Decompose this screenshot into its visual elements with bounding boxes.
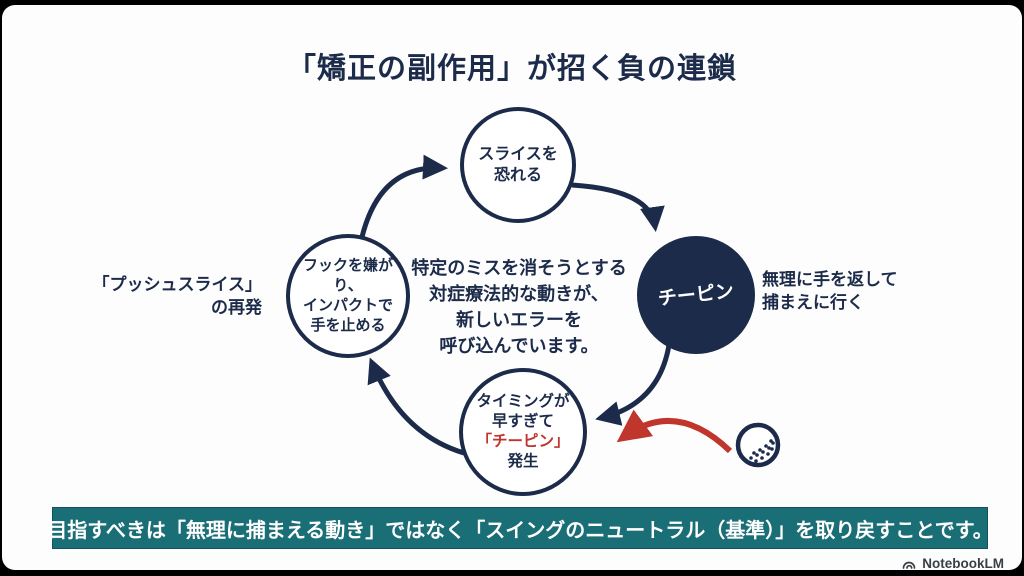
arrow-left-to-top <box>359 154 448 238</box>
node-line: 手を止める <box>310 317 386 334</box>
golf-ball-icon <box>735 422 781 468</box>
node-stop-hands: フックを嫌がり、 インパクトで 手を止める <box>286 234 410 358</box>
label-line: の再発 <box>211 298 262 317</box>
center-note: 特定のミスを消そうとする 対症療法的な動きが、 新しいエラーを 呼び込んでいます… <box>389 255 649 359</box>
node-early-timing: タイミングが 早すぎて 「チーピン」 発生 <box>459 368 587 496</box>
label-line: 捕まえに行く <box>762 293 864 312</box>
label-push-slice: 「プッシュスライス」 の再発 <box>90 273 263 319</box>
node-line: チーピン <box>657 280 735 310</box>
slide-canvas: 「矯正の副作用」が招く負の連鎖 <box>2 5 1022 571</box>
node-line: 早すぎて <box>491 413 554 430</box>
center-note-line: 新しいエラーを <box>456 310 582 330</box>
arrow-bottom-to-left <box>367 357 465 456</box>
node-duck-hook: チーピン <box>637 236 755 354</box>
node-line: フックを嫌がり、 <box>302 257 393 294</box>
center-note-line: 呼び込んでいます。 <box>439 336 599 356</box>
label-line: 「プッシュスライス」 <box>92 275 263 294</box>
arrow-top-to-right <box>571 182 665 232</box>
page-title: 「矯正の副作用」が招く負の連鎖 <box>286 53 737 85</box>
brand-label: NotebookLM <box>922 556 1004 571</box>
notebooklm-icon <box>902 561 916 569</box>
node-line: スライスを <box>478 146 558 163</box>
node-line: 発生 <box>507 453 539 470</box>
center-note-line: 特定のミスを消そうとする <box>411 258 627 278</box>
summary-banner: 目指すべきは「無理に捕まえる動き」ではなく「スイングのニュートラル（基準）」を取… <box>47 507 993 549</box>
node-line: インパクトで <box>302 297 393 314</box>
label-force-hands: 無理に手を返して 捕まえに行く <box>762 268 942 314</box>
red-hook-arrow-icon <box>616 409 733 454</box>
footer-brand: NotebookLM <box>901 556 1004 571</box>
summary-banner-text: 目指すべきは「無理に捕まえる動き」ではなく「スイングのニュートラル（基準）」を取… <box>47 519 993 542</box>
label-line: 無理に手を返して <box>762 270 898 289</box>
node-line: タイミングが <box>476 393 570 410</box>
node-line-highlight: 「チーピン」 <box>476 433 570 450</box>
node-fear-slice: スライスを 恐れる <box>460 107 576 223</box>
center-note-line: 対症療法的な動きが、 <box>429 284 609 304</box>
node-line: 恐れる <box>493 167 542 184</box>
